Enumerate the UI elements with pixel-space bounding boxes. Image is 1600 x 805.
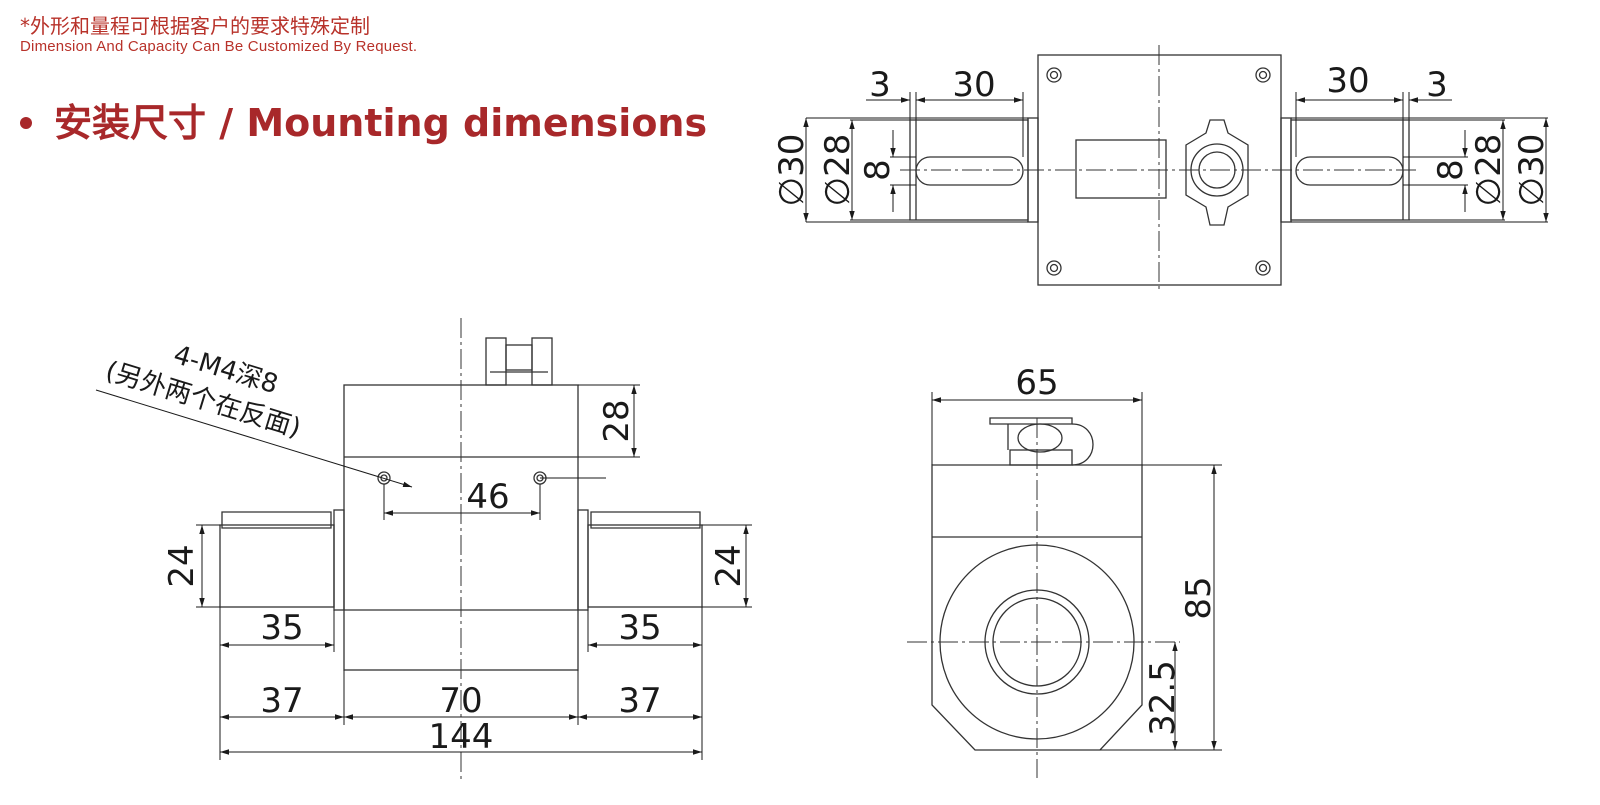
front-dim-28: 28: [597, 399, 637, 442]
top-left-dim-30: 30: [952, 65, 995, 105]
top-left-dia-30: ∅30: [772, 134, 812, 207]
front-dim-24-right: 24: [709, 544, 749, 587]
top-view: [900, 45, 1420, 292]
top-right-keyway: [1295, 156, 1404, 186]
top-left-keyway: [915, 156, 1024, 186]
top-right-slot-8: 8: [1431, 159, 1471, 181]
front-left-shaft: [219, 524, 335, 608]
top-right-dim-30: 30: [1326, 61, 1369, 101]
front-dim-35-right: 35: [618, 608, 661, 648]
front-connector: [485, 337, 553, 386]
front-dim-37-left: 37: [260, 681, 303, 721]
top-round-connector: [1185, 119, 1249, 226]
section-title: 安装尺寸 / Mounting dimensions: [20, 92, 707, 147]
top-connector-box: [1075, 139, 1167, 199]
customization-note-en: Dimension And Capacity Can Be Customized…: [20, 38, 418, 55]
top-left-dia-28: ∅28: [818, 134, 858, 207]
top-view-dimensions: [803, 92, 1549, 223]
customization-note-cn: *外形和量程可根据客户的要求特殊定制: [20, 14, 370, 38]
front-view: [219, 318, 703, 780]
front-right-shaft: [587, 524, 703, 608]
top-right-dia-30: ∅30: [1512, 134, 1552, 207]
section-title-text: 安装尺寸 / Mounting dimensions: [54, 101, 708, 145]
front-dim-144: 144: [429, 717, 494, 757]
front-view-dimensions: [95, 384, 752, 760]
front-dim-70: 70: [439, 681, 482, 721]
front-dim-46: 46: [466, 477, 509, 517]
front-dim-35-left: 35: [260, 608, 303, 648]
top-left-dim-3: 3: [869, 65, 891, 105]
side-dim-65: 65: [1015, 363, 1058, 403]
side-view-dimensions: [931, 392, 1222, 751]
top-left-slot-8: 8: [858, 159, 898, 181]
side-dim-32-5: 32.5: [1143, 660, 1183, 736]
side-dim-85: 85: [1179, 576, 1219, 619]
top-right-dia-28: ∅28: [1469, 134, 1509, 207]
side-view: [907, 417, 1180, 778]
corner-screw-icons: [1046, 67, 1271, 276]
front-dim-24-left: 24: [162, 544, 202, 587]
top-right-dim-3: 3: [1426, 65, 1448, 105]
side-connector: [989, 417, 1094, 466]
front-dim-37-right: 37: [618, 681, 661, 721]
bullet-icon: [20, 116, 32, 129]
